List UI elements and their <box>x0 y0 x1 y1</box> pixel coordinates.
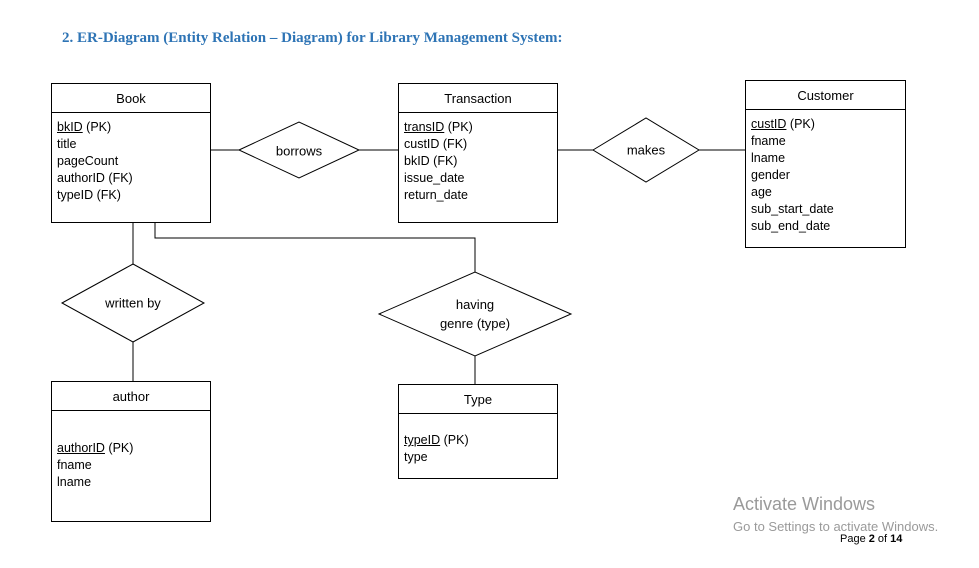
attr-row: bkID (FK) <box>404 154 458 168</box>
having-label-line2: genre (type) <box>439 316 511 331</box>
attr-row: typeID (PK) <box>404 432 557 449</box>
attr-row: pageCount <box>57 154 119 168</box>
entity-type: Type typeID (PK) type <box>398 384 558 479</box>
primary-key: authorID <box>57 441 105 455</box>
entity-book-title: Book <box>52 84 210 113</box>
primary-key: transID <box>404 120 445 134</box>
attr-row: bkID (PK) <box>57 119 210 136</box>
page-total: 14 <box>890 533 903 545</box>
attr-row: age <box>751 185 772 199</box>
attr-row: return_date <box>404 188 468 202</box>
attr-row: gender <box>751 168 790 182</box>
attr-row: custID (PK) <box>751 116 905 133</box>
connector-book-having <box>154 223 476 272</box>
attr-row: title <box>57 137 77 151</box>
entity-customer-attributes: custID (PK) fname lname gender age sub_s… <box>746 110 905 235</box>
pk-marker: (PK) <box>786 117 815 131</box>
entity-author: author authorID (PK) fname lname <box>51 381 211 522</box>
relationship-written-by-label: written by <box>105 295 161 311</box>
page-current: 2 <box>868 533 875 545</box>
attr-row: lname <box>57 475 92 489</box>
attr-row: sub_start_date <box>751 202 834 216</box>
primary-key: custID <box>751 117 787 131</box>
attr-row: authorID (PK) <box>57 440 210 457</box>
attr-row: transID (PK) <box>404 119 557 136</box>
attr-row: issue_date <box>404 171 465 185</box>
entity-author-title: author <box>52 382 210 411</box>
attr-row: authorID (FK) <box>57 171 133 185</box>
entity-transaction-attributes: transID (PK) custID (FK) bkID (FK) issue… <box>399 113 557 204</box>
attr-row: sub_end_date <box>751 219 831 233</box>
primary-key: typeID <box>404 433 441 447</box>
diamond-written-by <box>60 263 206 343</box>
pk-marker: (PK) <box>104 441 134 455</box>
entity-author-attributes: authorID (PK) fname lname <box>52 411 210 491</box>
pk-marker: (PK) <box>444 120 473 134</box>
pk-marker: (PK) <box>440 433 469 447</box>
attr-row: custID (FK) <box>404 137 468 151</box>
diagram-heading: 2. ER-Diagram (Entity Relation – Diagram… <box>62 30 563 46</box>
entity-type-title: Type <box>399 385 557 414</box>
entity-customer: Customer custID (PK) fname lname gender … <box>745 80 906 248</box>
activate-windows-subtitle: Go to Settings to activate Windows. <box>733 519 939 534</box>
entity-book-attributes: bkID (PK) title pageCount authorID (FK) … <box>52 113 210 204</box>
having-label-line1: having <box>455 297 495 312</box>
relationship-makes-label: makes <box>626 142 666 158</box>
entity-customer-title: Customer <box>746 81 905 110</box>
page-indicator: Page 2 of 14 <box>840 533 902 545</box>
attr-row: fname <box>751 134 786 148</box>
primary-key: bkID <box>57 120 83 134</box>
page-prefix: Page <box>840 533 869 545</box>
attr-row: typeID (FK) <box>57 188 121 202</box>
activate-windows-title: Activate Windows <box>733 494 876 514</box>
diamond-having-genre <box>377 271 573 357</box>
relationship-borrows-label: borrows <box>275 143 323 159</box>
entity-transaction-title: Transaction <box>399 84 557 113</box>
entity-type-attributes: typeID (PK) type <box>399 414 557 466</box>
relationship-having-genre-label: having genre (type) <box>440 295 510 333</box>
attr-row: fname <box>57 458 92 472</box>
attr-row: lname <box>751 151 786 165</box>
pk-marker: (PK) <box>82 120 112 134</box>
entity-transaction: Transaction transID (PK) custID (FK) bkI… <box>398 83 558 223</box>
page-of: of <box>874 533 891 545</box>
entity-book: Book bkID (PK) title pageCount authorID … <box>51 83 211 223</box>
attr-row: type <box>404 450 428 464</box>
